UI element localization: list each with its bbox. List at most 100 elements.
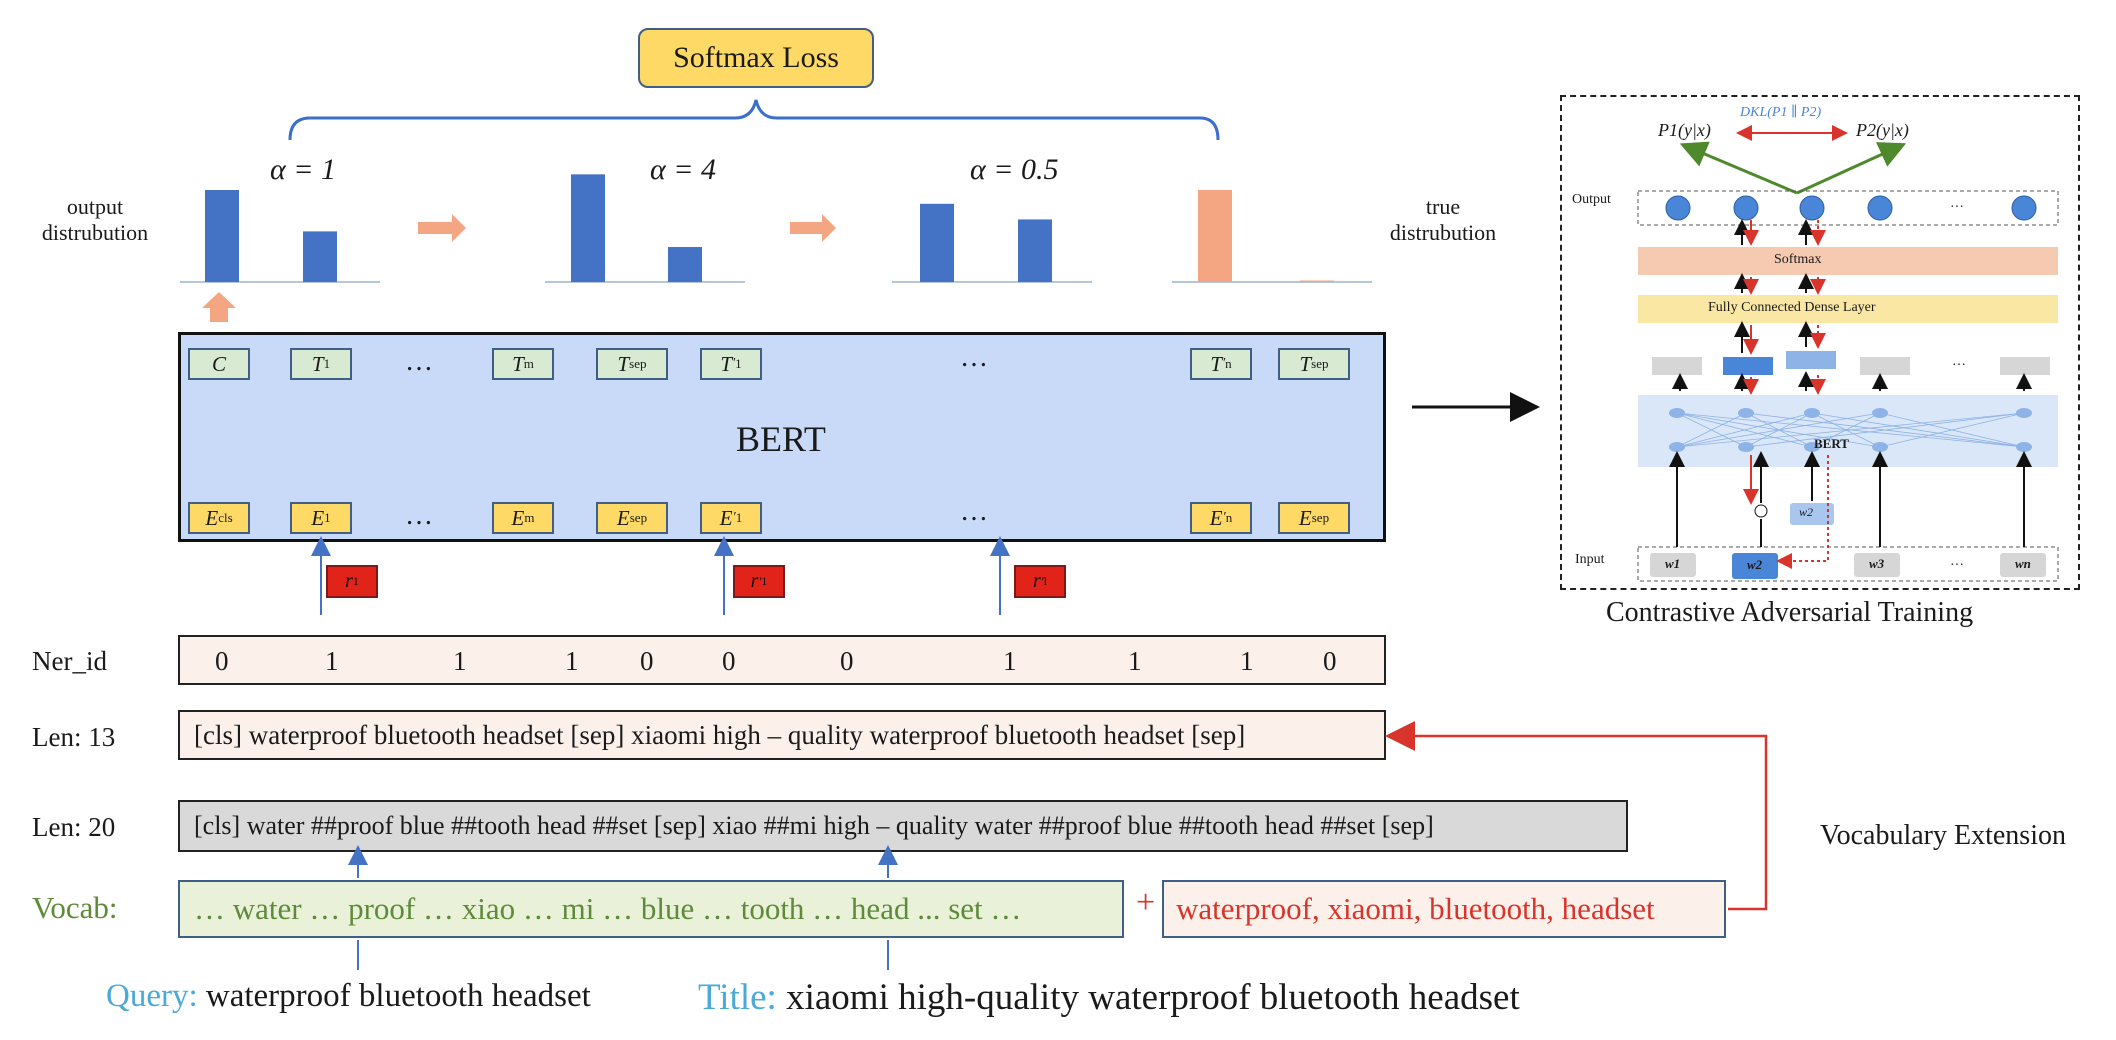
len13-row: [cls] waterproof bluetooth headset [sep]… <box>178 710 1386 760</box>
bert-block <box>178 332 1386 542</box>
vocab-extension-box: waterproof, xiaomi, bluetooth, headset <box>1162 880 1726 938</box>
token-e1-prime: E′1 <box>700 502 762 534</box>
softmax-loss-box: Softmax Loss <box>638 28 874 88</box>
top-ellipsis-1: … <box>405 346 433 377</box>
output-label: Output <box>1572 192 1611 207</box>
p2-label: P2(y|x) <box>1856 120 1909 140</box>
output-row <box>1637 190 2059 226</box>
cat-panel <box>1560 95 2080 590</box>
distribution-bar <box>1018 219 1052 282</box>
title-label: Title: <box>698 977 777 1018</box>
query-label: Query: <box>106 978 198 1014</box>
input-row <box>1637 546 2059 582</box>
cat-dense-label: Fully Connected Dense Layer <box>1708 300 1876 315</box>
cat-bert-label: BERT <box>1814 436 1849 451</box>
alpha-label-1: α = 1 <box>270 153 336 186</box>
len20-text: [cls] water ##proof blue ##tooth head ##… <box>194 811 1434 840</box>
output-distribution-label: output distrubution <box>41 194 149 245</box>
distribution-bar <box>205 190 239 282</box>
vocab-text: … water … proof … xiao … mi … blue … too… <box>194 891 1022 926</box>
len20-row: [cls] water ##proof blue ##tooth head ##… <box>178 800 1628 852</box>
ner-label: Ner_id <box>32 646 107 676</box>
distribution-bar <box>1300 280 1334 282</box>
embedding-arrows <box>311 392 1540 615</box>
cat-hidden-ellipsis: … <box>1952 354 1966 369</box>
cat-input-wn: wn <box>2015 556 2031 571</box>
vocab-extension-label: Vocabulary Extension <box>1820 820 2066 851</box>
cat-output-ellipsis: … <box>1950 196 1964 211</box>
distribution-bar <box>920 203 954 282</box>
query-text: waterproof bluetooth headset <box>205 978 591 1014</box>
arrow-p1 <box>1679 141 1798 195</box>
plus-sign: + <box>1136 884 1156 921</box>
cat-input-ellipsis: … <box>1950 554 1964 569</box>
r-token-l-prime: r′l <box>1014 565 1066 598</box>
cat-caption: Contrastive Adversarial Training <box>1606 597 1974 628</box>
len20-label: Len: 20 <box>32 812 116 842</box>
p1-label: P1(y|x) <box>1658 120 1711 140</box>
len13-text: [cls] waterproof bluetooth headset [sep]… <box>194 719 1246 750</box>
up-arrow <box>202 292 236 322</box>
adv-word-label: w2 <box>1799 505 1814 519</box>
ner-id-value: 1 <box>565 646 579 676</box>
flow-arrow-2 <box>790 214 836 242</box>
bottom-ellipsis-1: … <box>405 500 433 531</box>
bert-network <box>1676 412 2025 448</box>
distribution-bar <box>303 231 337 282</box>
output-nodes <box>1665 195 2037 221</box>
vocab-extension-words: waterproof, xiaomi, bluetooth, headset <box>1176 891 1655 926</box>
title-text: xiaomi high-quality waterproof bluetooth… <box>786 977 1520 1018</box>
ner-id-value: 0 <box>640 646 654 676</box>
distribution-bar <box>571 174 605 282</box>
distribution-graphics <box>180 99 1372 322</box>
ner-id-value: 0 <box>1323 646 1337 676</box>
softmax-brace <box>288 99 1220 141</box>
ner-id-value: 1 <box>1003 646 1017 676</box>
ner-id-value: 1 <box>1240 646 1254 676</box>
cat-input-w1: w1 <box>1665 556 1681 571</box>
r-token-1-prime: r′1 <box>733 565 785 598</box>
softmax-loss-label: Softmax Loss <box>673 41 839 74</box>
cat-input-w3: w3 <box>1869 556 1885 571</box>
extension-to-len13 <box>1385 721 1768 911</box>
ner-id-value: 1 <box>453 646 467 676</box>
bottom-ellipsis-2: … <box>960 496 988 527</box>
vocab-label: Vocab: <box>32 890 118 925</box>
ner-id-value: 0 <box>215 646 229 676</box>
len13-label: Len: 13 <box>32 722 116 752</box>
ner-id-value: 1 <box>325 646 339 676</box>
cat-diagram <box>1637 125 2059 582</box>
kl-label: DKL(P1 ∥ P2) <box>1740 105 1822 120</box>
input-label: Input <box>1575 552 1605 567</box>
token-t1-prime: T′1 <box>700 348 762 380</box>
distribution-bar <box>668 247 702 282</box>
vocab-box: … water … proof … xiao … mi … blue … too… <box>178 880 1124 938</box>
title-line: Title: xiaomi high-quality waterproof bl… <box>698 976 1520 1019</box>
flow-arrow-1 <box>418 214 466 242</box>
true-distribution-label: true distrubution <box>1389 194 1497 245</box>
arrow-p2 <box>1796 142 1907 195</box>
token-c: C <box>188 348 250 380</box>
ner-id-value: 0 <box>722 646 736 676</box>
token-en-prime: E′n <box>1190 502 1252 534</box>
dense-band <box>1638 295 2058 323</box>
softmax-band <box>1638 247 2058 275</box>
query-line: Query: waterproof bluetooth headset <box>106 978 591 1015</box>
alpha-label-2: α = 4 <box>650 153 716 186</box>
alpha-label-3: α = 0.5 <box>970 153 1059 186</box>
ner-id-value: 1 <box>1128 646 1142 676</box>
cat-input-w2: w2 <box>1747 557 1763 572</box>
bert-label: BERT <box>736 419 826 459</box>
ner-row <box>178 635 1386 685</box>
distribution-bar <box>1198 190 1232 282</box>
